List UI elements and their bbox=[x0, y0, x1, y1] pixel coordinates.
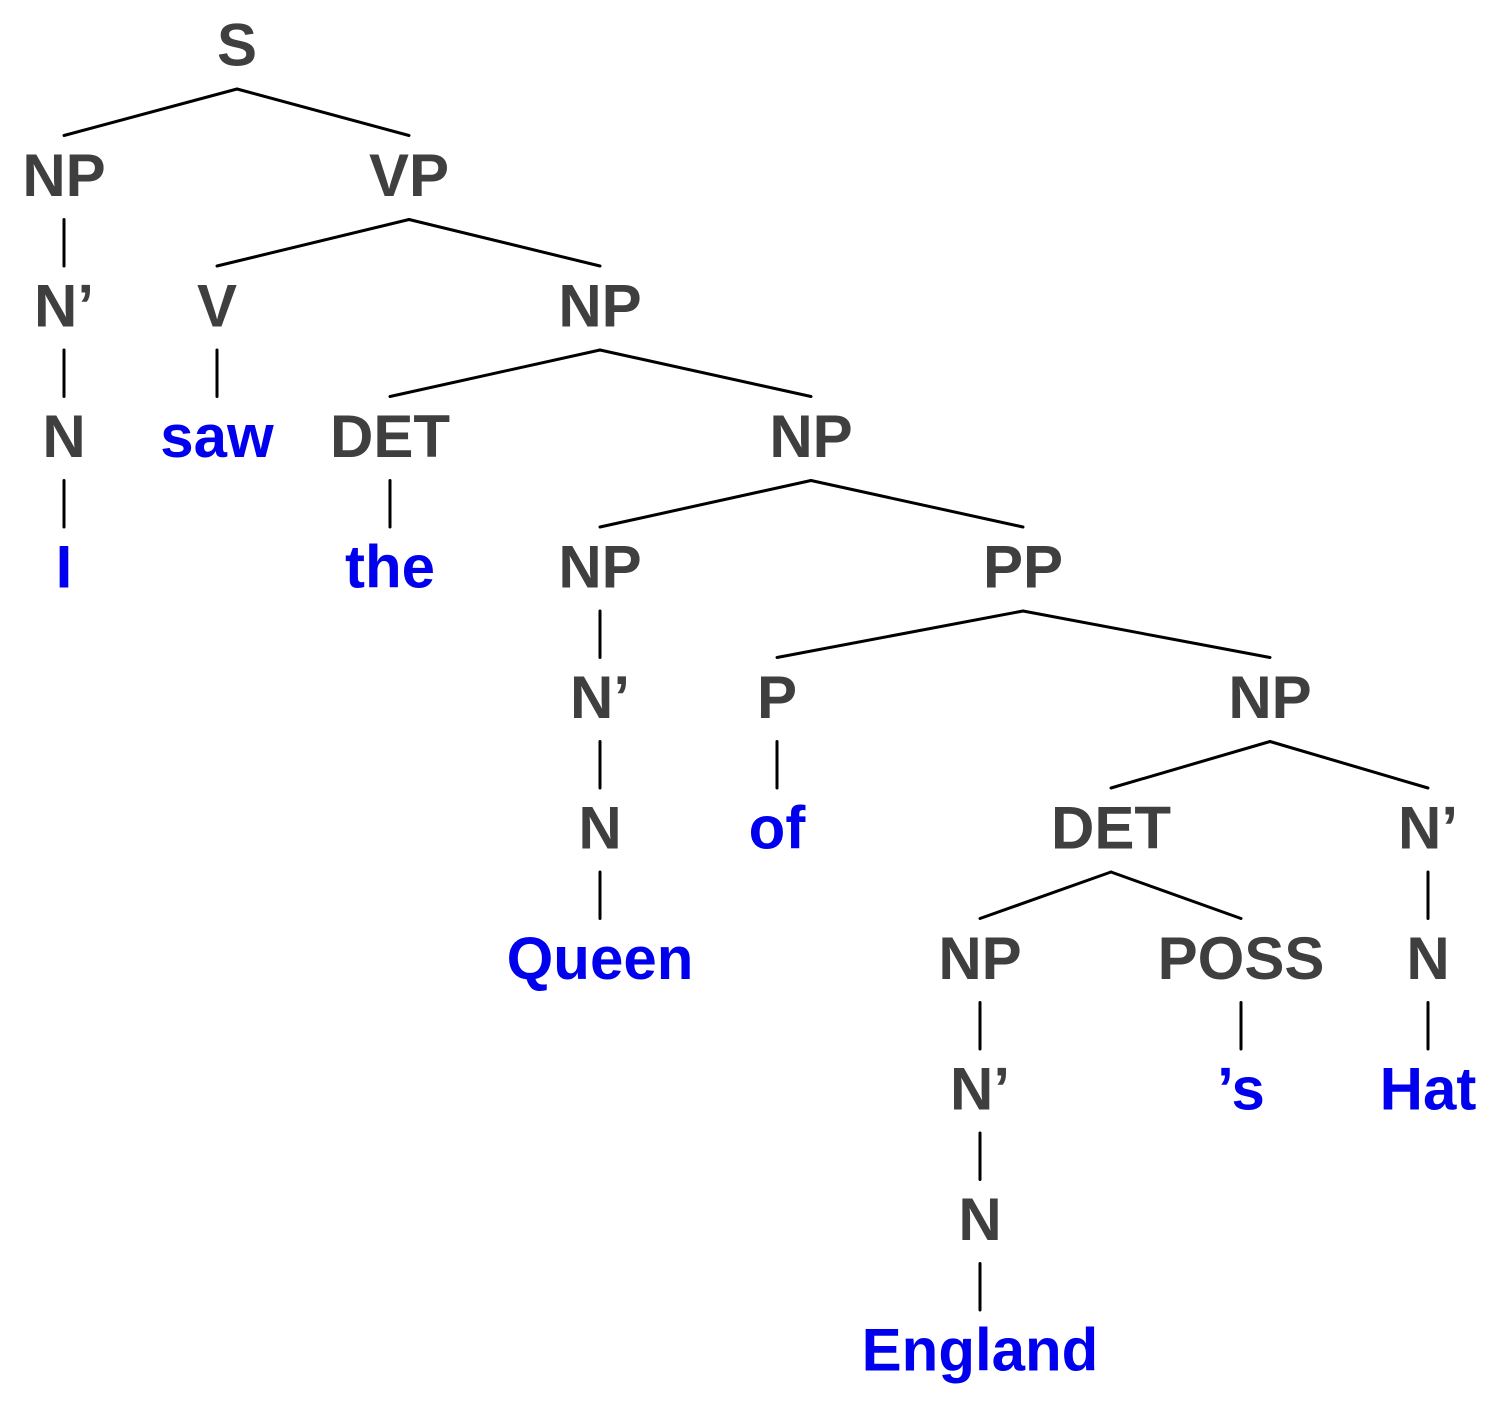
tree-edge bbox=[62, 87, 239, 137]
tree-edge bbox=[1268, 740, 1430, 790]
tree-edge bbox=[1109, 740, 1272, 790]
node-np: NP bbox=[558, 273, 641, 340]
node-np: NP bbox=[558, 534, 641, 601]
node-nbar: N’ bbox=[570, 664, 630, 731]
node-np: NP bbox=[769, 403, 852, 470]
node-pp: PP bbox=[983, 534, 1063, 601]
node-nbar: N’ bbox=[34, 273, 94, 340]
node-np: NP bbox=[938, 925, 1021, 992]
tree-edge bbox=[1021, 609, 1272, 659]
node-np: NP bbox=[22, 142, 105, 209]
tree-edge bbox=[407, 218, 602, 268]
tree-edge bbox=[1109, 870, 1243, 920]
tree-edge bbox=[809, 479, 1025, 529]
node-n: N bbox=[958, 1186, 1001, 1253]
node-v: V bbox=[197, 273, 237, 340]
node-vp: VP bbox=[369, 142, 449, 209]
tree-edge bbox=[978, 870, 1113, 920]
tree-edge bbox=[235, 87, 411, 137]
word-saw: saw bbox=[160, 403, 274, 470]
word-of: of bbox=[749, 795, 807, 862]
tree-edges bbox=[62, 87, 1430, 1312]
node-nbar: N’ bbox=[1398, 795, 1458, 862]
tree-nodes: SNPN’NIVPVsawNPDETtheNPNPN’NQueenPPPofNP… bbox=[22, 12, 1476, 1384]
node-nbar: N’ bbox=[950, 1056, 1010, 1123]
node-det: DET bbox=[330, 403, 450, 470]
node-n: N bbox=[42, 403, 85, 470]
node-poss: POSS bbox=[1158, 925, 1325, 992]
word-bars: ’s bbox=[1217, 1056, 1265, 1123]
node-n: N bbox=[578, 795, 621, 862]
word-hat: Hat bbox=[1380, 1056, 1477, 1123]
tree-edge bbox=[215, 218, 411, 268]
word-i: I bbox=[56, 534, 73, 601]
node-s: S bbox=[217, 12, 257, 79]
node-p: P bbox=[757, 664, 797, 731]
tree-edge bbox=[388, 348, 602, 398]
node-np: NP bbox=[1228, 664, 1311, 731]
node-n: N bbox=[1406, 925, 1449, 992]
tree-edge bbox=[598, 479, 813, 529]
word-the: the bbox=[345, 534, 435, 601]
word-queen: Queen bbox=[507, 925, 694, 992]
tree-edge bbox=[775, 609, 1025, 659]
tree-edge bbox=[598, 348, 813, 398]
word-england: England bbox=[862, 1317, 1099, 1384]
node-det: DET bbox=[1051, 795, 1171, 862]
